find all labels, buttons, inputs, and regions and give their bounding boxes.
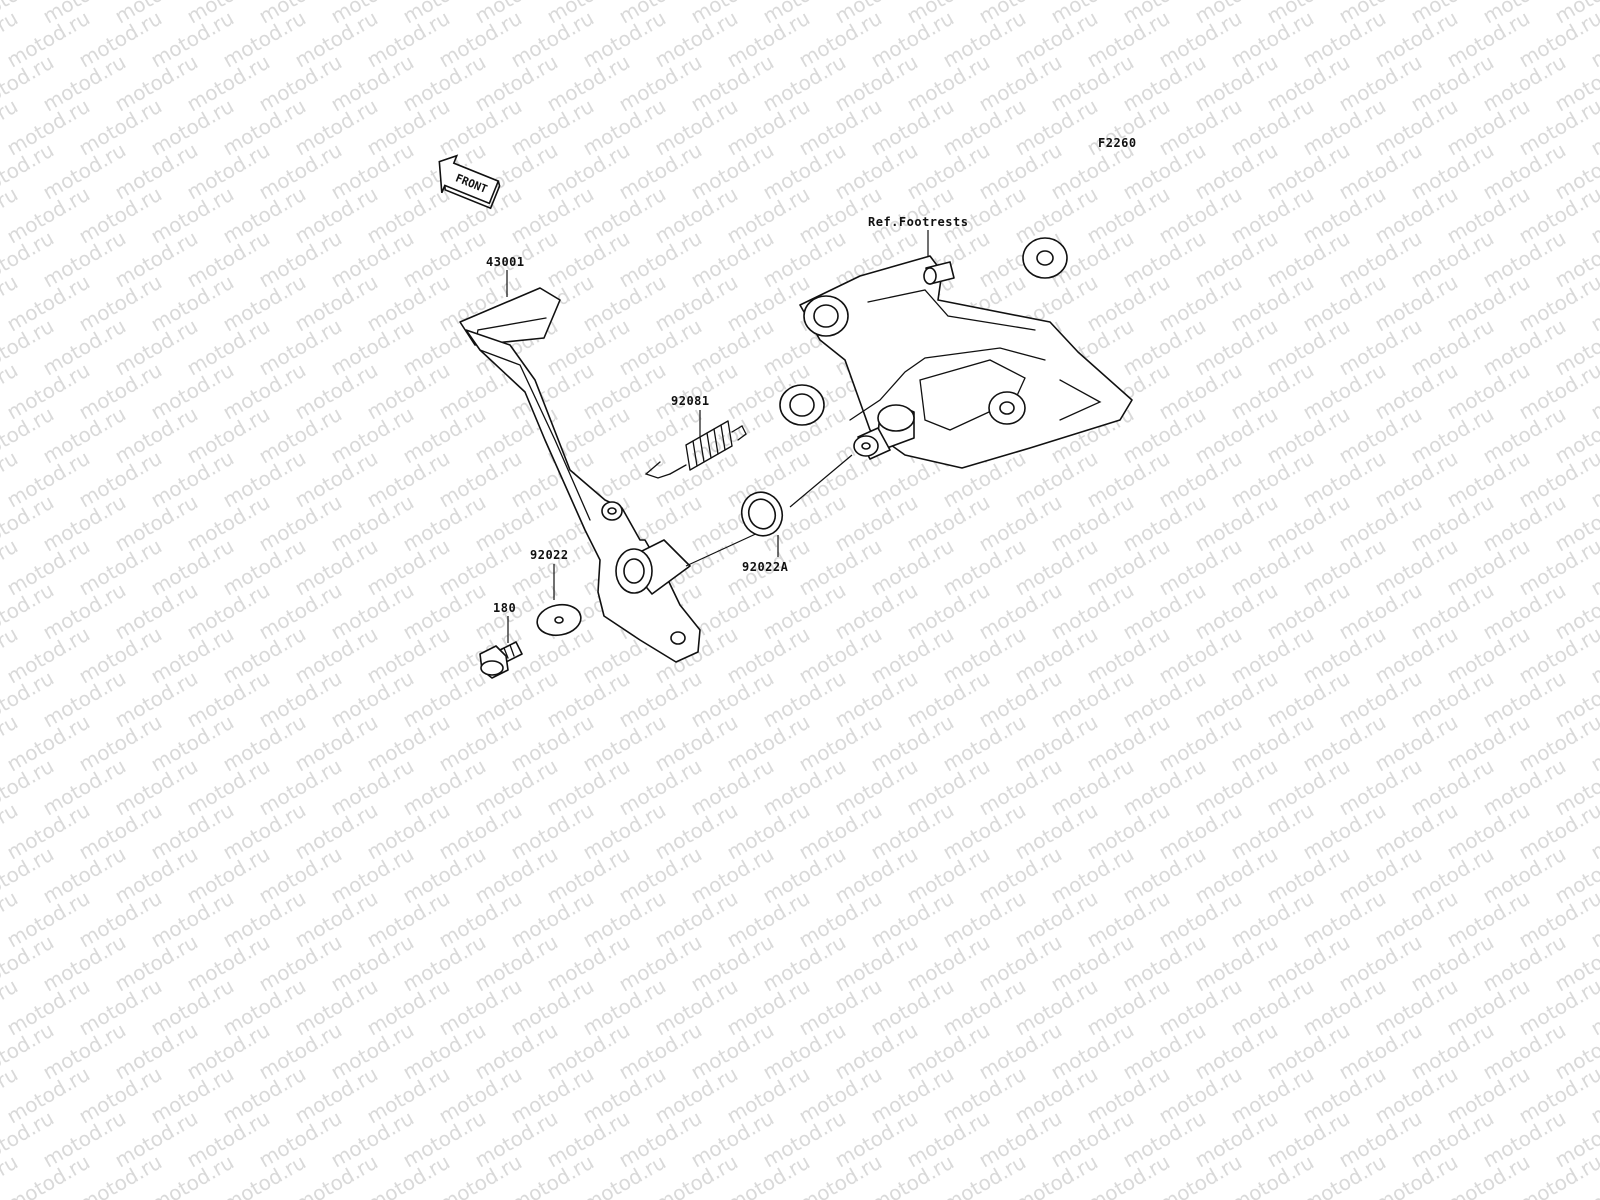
part-label-92081: 92081 [671, 394, 710, 408]
footrest-bracket [779, 237, 1133, 469]
part-label-180: 180 [493, 601, 516, 615]
washer [536, 603, 582, 637]
part-label-92022: 92022 [530, 548, 569, 562]
return-spring [644, 420, 747, 479]
part-label-43001: 43001 [486, 255, 525, 269]
brake-pedal [459, 287, 701, 663]
bolt [479, 641, 523, 679]
front-arrow-icon: FRONT [438, 154, 501, 210]
ref-footrests-label: Ref.Footrests [868, 215, 968, 229]
assembly-axis-line [685, 454, 853, 567]
washer-a [740, 491, 784, 537]
figure-code: F2260 [1098, 136, 1137, 150]
part-label-92022A: 92022A [742, 560, 789, 574]
